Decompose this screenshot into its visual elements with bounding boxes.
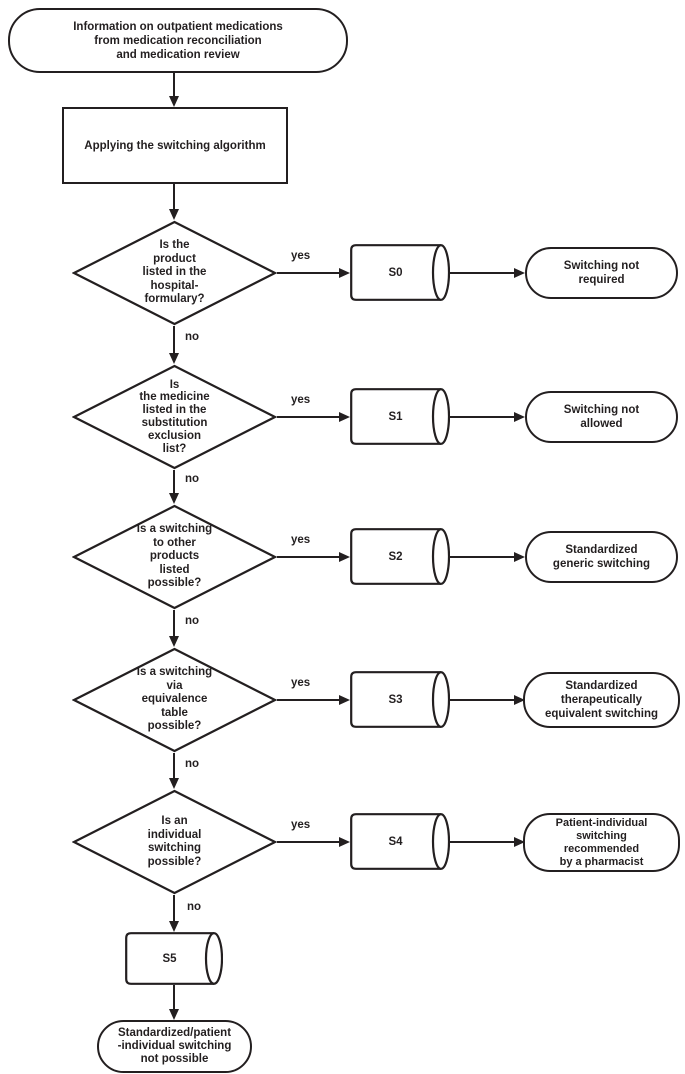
step-s2-label: S2	[388, 550, 403, 563]
step-cylinder-s2: S2	[350, 528, 450, 585]
decision-4-yes-label: yes	[291, 677, 311, 689]
outcome-1-label: Switching not required	[563, 260, 640, 286]
decision-2: Is the medicine listed in the substituti…	[72, 364, 277, 470]
decision-2-no-label: no	[185, 473, 200, 485]
arrow-decision-2-yes	[277, 411, 350, 423]
final-terminator-label: Standardized/patient -individual switchi…	[117, 1027, 232, 1065]
decision-4-question: Is a switching via equivalence table pos…	[136, 666, 213, 733]
decision-2-question: Is the medicine listed in the substituti…	[139, 378, 210, 455]
process-box-label: Applying the switching algorithm	[84, 139, 266, 152]
outcome-3-label: Standardized generic switching	[552, 544, 651, 570]
arrow-decision-3-no	[168, 610, 180, 647]
decision-1-question: Is the product listed in the hospital- f…	[142, 239, 207, 306]
step-cylinder-s1: S1	[350, 388, 450, 445]
step-cylinder-s0: S0	[350, 244, 450, 301]
outcome-terminator-1: Switching not required	[525, 247, 678, 299]
outcome-5-label: Patient-individual switching recommended…	[555, 816, 648, 868]
diamond-shape	[72, 504, 277, 610]
arrow-decision-1-no	[168, 326, 180, 364]
arrow-s0-to-outcome	[450, 267, 525, 279]
outcome-terminator-4: Standardized therapeutically equivalent …	[523, 672, 680, 728]
step-s3-label: S3	[388, 693, 403, 706]
decision-3-question: Is a switching to other products listed …	[136, 523, 213, 590]
start-terminator: Information on outpatient medications fr…	[8, 8, 348, 73]
final-terminator: Standardized/patient -individual switchi…	[97, 1020, 252, 1073]
step-s1-label: S1	[388, 410, 403, 423]
step-s4-label: S4	[388, 835, 403, 848]
outcome-4-label: Standardized therapeutically equivalent …	[544, 680, 659, 720]
arrow-s5-to-final	[168, 985, 180, 1020]
cylinder-shape	[350, 244, 450, 301]
outcome-terminator-5: Patient-individual switching recommended…	[523, 813, 680, 872]
arrow-decision-3-yes	[277, 551, 350, 563]
decision-3-no-label: no	[185, 615, 200, 627]
arrow-decision-5-yes	[277, 836, 350, 848]
arrow-decision-2-no	[168, 470, 180, 504]
step-s0-label: S0	[388, 266, 403, 279]
decision-4-no-label: no	[185, 758, 200, 770]
cylinder-shape	[350, 388, 450, 445]
arrow-s1-to-outcome	[450, 411, 525, 423]
arrow-decision-5-no	[168, 895, 180, 932]
arrow-decision-1-yes	[277, 267, 350, 279]
outcome-2-label: Switching not allowed	[563, 404, 640, 430]
decision-1: Is the product listed in the hospital- f…	[72, 220, 277, 326]
diamond-shape	[72, 789, 277, 895]
arrow-s2-to-outcome	[450, 551, 525, 563]
cylinder-shape	[125, 932, 223, 985]
decision-5: Is an individual switching possible?	[72, 789, 277, 895]
arrow-process-to-decision-1	[168, 184, 180, 220]
outcome-terminator-2: Switching not allowed	[525, 391, 678, 443]
decision-4: Is a switching via equivalence table pos…	[72, 647, 277, 753]
process-box: Applying the switching algorithm	[62, 107, 288, 184]
step-cylinder-s5: S5	[125, 932, 223, 985]
decision-1-yes-label: yes	[291, 250, 311, 262]
arrow-s4-to-outcome	[450, 836, 525, 848]
outcome-terminator-3: Standardized generic switching	[525, 531, 678, 583]
cylinder-shape	[350, 528, 450, 585]
decision-2-yes-label: yes	[291, 394, 311, 406]
diamond-shape	[72, 647, 277, 753]
step-cylinder-s4: S4	[350, 813, 450, 870]
arrow-start-to-process	[168, 73, 180, 107]
decision-3: Is a switching to other products listed …	[72, 504, 277, 610]
start-terminator-label: Information on outpatient medications fr…	[73, 20, 283, 61]
cylinder-shape	[350, 813, 450, 870]
decision-5-question: Is an individual switching possible?	[147, 815, 202, 868]
cylinder-shape	[350, 671, 450, 728]
arrow-decision-4-yes	[277, 694, 350, 706]
diamond-shape	[72, 220, 277, 326]
decision-5-no-label: no	[187, 901, 202, 913]
diamond-shape	[72, 364, 277, 470]
step-s5-label: S5	[162, 952, 177, 965]
arrow-decision-4-no	[168, 753, 180, 789]
arrow-s3-to-outcome	[450, 694, 525, 706]
step-cylinder-s3: S3	[350, 671, 450, 728]
decision-1-no-label: no	[185, 331, 200, 343]
decision-3-yes-label: yes	[291, 534, 311, 546]
decision-5-yes-label: yes	[291, 819, 311, 831]
